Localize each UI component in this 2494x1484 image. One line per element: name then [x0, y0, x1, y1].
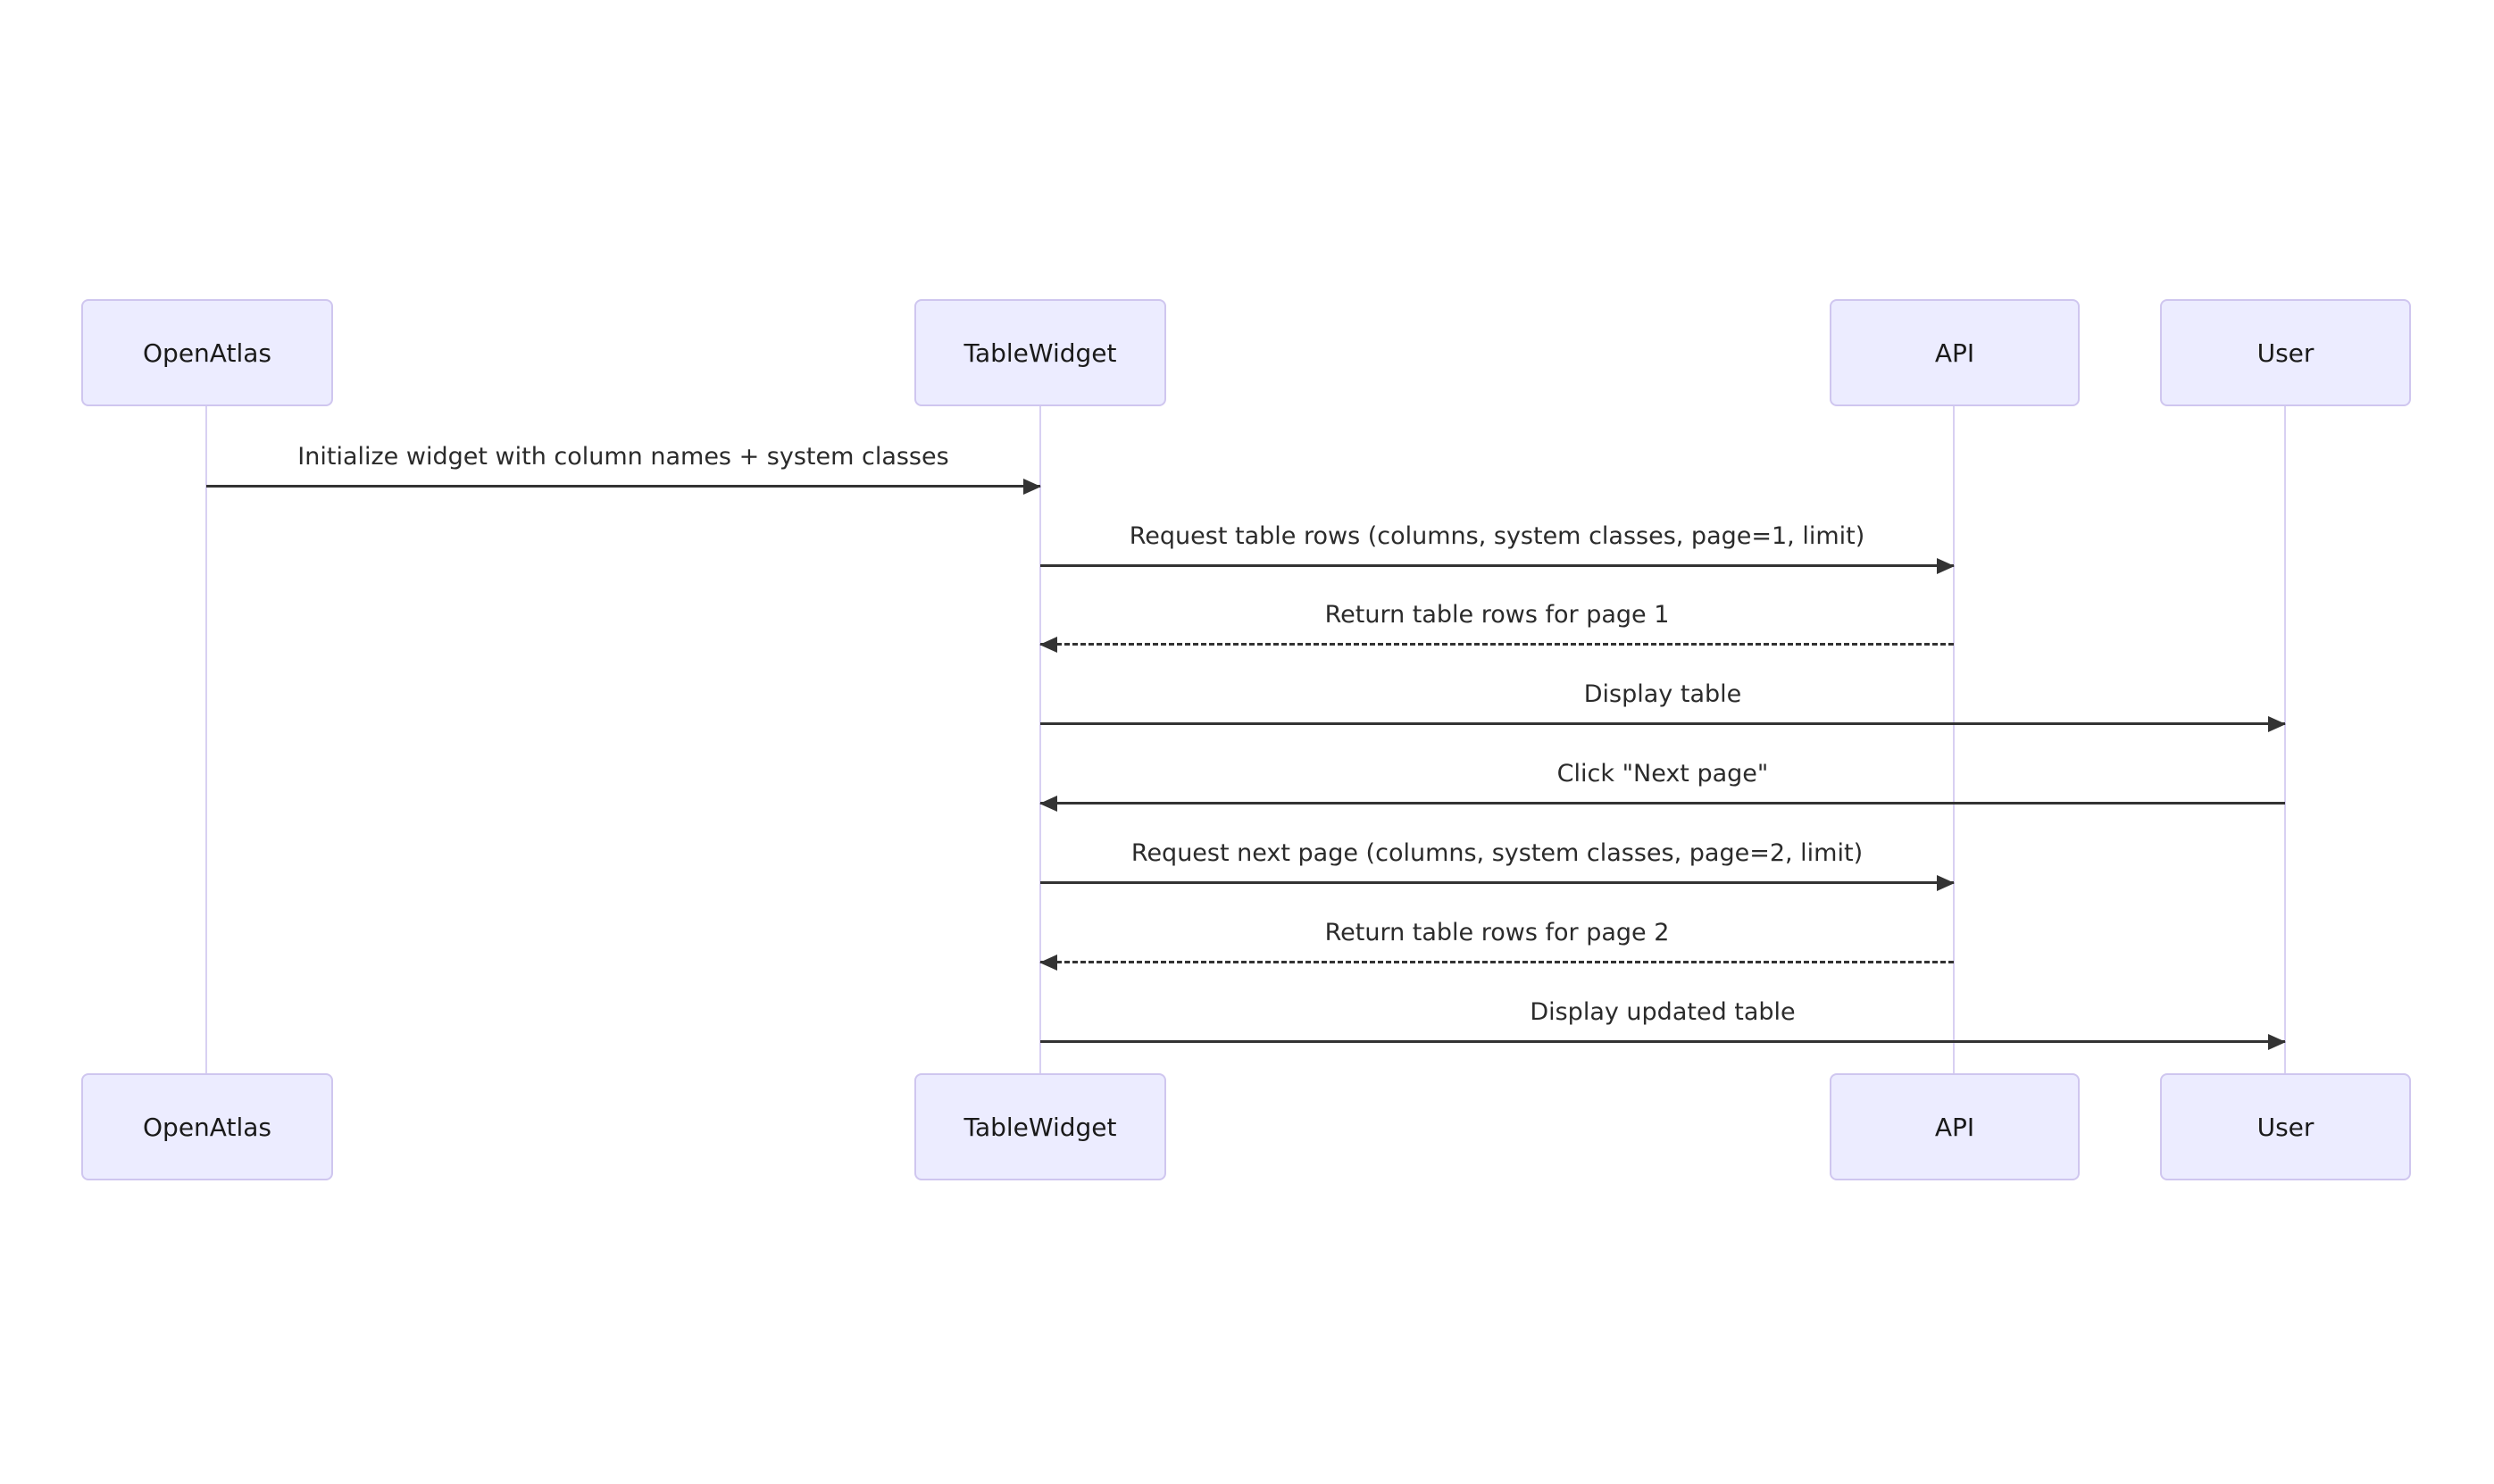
- message-return-rows-page1: Return table rows for page 1: [1039, 600, 1954, 653]
- message-label: Display updated table: [1530, 998, 1796, 1026]
- actor-label: User: [2256, 1112, 2315, 1142]
- actor-label: OpenAtlas: [143, 1112, 271, 1142]
- actor-label: API: [1934, 338, 1975, 368]
- actor-api-top: API: [1830, 299, 2080, 406]
- lifeline-user: [2284, 404, 2286, 1075]
- message-arrow-right: [1040, 875, 1955, 891]
- message-label: Request next page (columns, system class…: [1130, 839, 1864, 867]
- actor-label: OpenAtlas: [143, 338, 271, 368]
- actor-user-bottom: User: [2160, 1073, 2411, 1180]
- actor-label: User: [2256, 338, 2315, 368]
- message-label: Click "Next page": [1556, 760, 1769, 788]
- lifeline-api: [1953, 404, 1955, 1075]
- lifeline-tablewidget: [1039, 404, 1041, 1075]
- actor-tablewidget-top: TableWidget: [914, 299, 1166, 406]
- message-arrow-right: [206, 479, 1041, 495]
- message-display-table: Display table: [1040, 679, 2286, 732]
- message-label: Return table rows for page 2: [1324, 919, 1670, 946]
- actor-label: API: [1934, 1112, 1975, 1142]
- message-arrow-right: [1040, 558, 1955, 574]
- actor-label: TableWidget: [963, 1112, 1117, 1142]
- actor-tablewidget-bottom: TableWidget: [914, 1073, 1166, 1180]
- message-request-rows-page1: Request table rows (columns, system clas…: [1040, 521, 1955, 574]
- message-arrow-right: [1040, 716, 2286, 732]
- message-label: Display table: [1583, 680, 1742, 708]
- message-label: Request table rows (columns, system clas…: [1129, 522, 1865, 550]
- lifeline-openatlas: [205, 404, 207, 1075]
- message-arrow-left-dashed: [1039, 955, 1954, 971]
- message-display-updated-table: Display updated table: [1040, 997, 2286, 1050]
- message-label: Return table rows for page 1: [1324, 601, 1670, 629]
- message-arrow-left: [1039, 796, 2285, 812]
- message-return-rows-page2: Return table rows for page 2: [1039, 918, 1954, 971]
- message-click-next-page: Click "Next page": [1039, 759, 2285, 812]
- actor-api-bottom: API: [1830, 1073, 2080, 1180]
- message-initialize-widget: Initialize widget with column names + sy…: [206, 442, 1041, 495]
- message-request-next-page: Request next page (columns, system class…: [1040, 838, 1955, 891]
- actor-user-top: User: [2160, 299, 2411, 406]
- actor-openatlas-bottom: OpenAtlas: [81, 1073, 333, 1180]
- message-label: Initialize widget with column names + sy…: [297, 443, 949, 471]
- actor-openatlas-top: OpenAtlas: [81, 299, 333, 406]
- message-arrow-right: [1040, 1034, 2286, 1050]
- message-arrow-left-dashed: [1039, 637, 1954, 653]
- actor-label: TableWidget: [963, 338, 1117, 368]
